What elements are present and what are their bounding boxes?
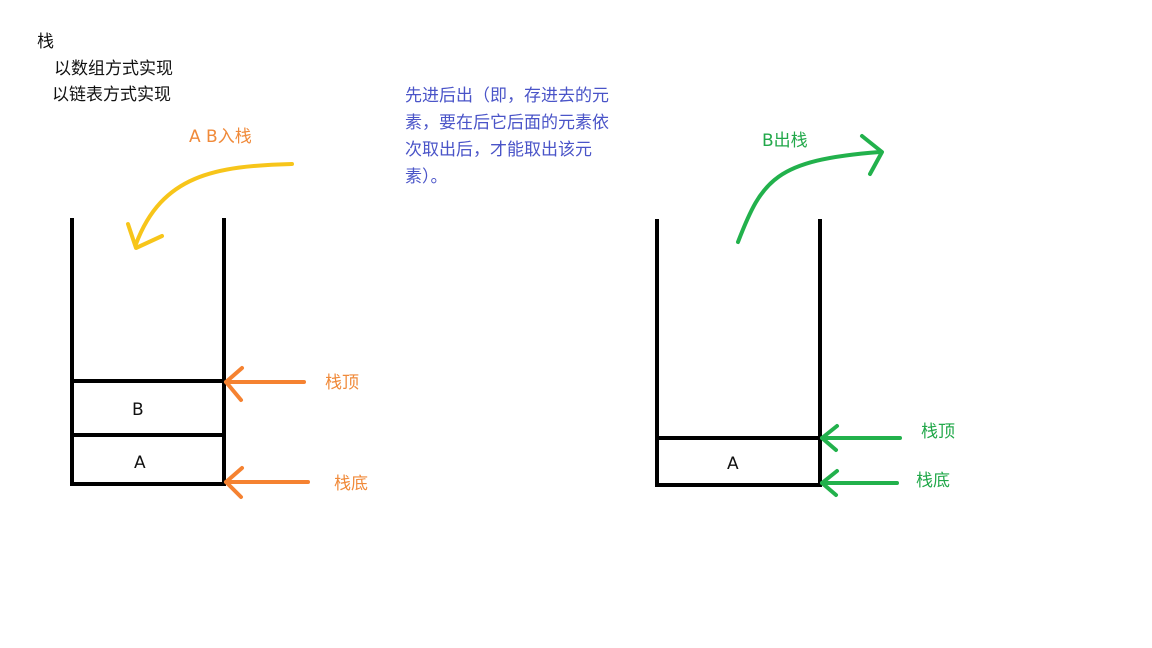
- left-cell-b-label: B: [132, 400, 144, 420]
- right-stack-container: [655, 219, 822, 487]
- left-top-pointer: [224, 366, 306, 402]
- left-cell-a-label: A: [134, 453, 146, 473]
- pop-label: B出栈: [762, 131, 808, 151]
- push-arrow: [126, 162, 294, 250]
- lifo-note: 先进后出（即，存进去的元素，要在后它后面的元素依次取出后，才能取出该元素）。: [405, 86, 609, 187]
- right-bottom-pointer: [820, 469, 899, 497]
- item-array-impl: 以数组方式实现: [54, 59, 173, 79]
- title-stack: 栈: [37, 32, 54, 52]
- item-linked-impl: 以链表方式实现: [52, 85, 171, 105]
- right-cell-a-label: A: [727, 454, 739, 474]
- right-top-pointer: [820, 424, 902, 452]
- right-top-label: 栈顶: [921, 422, 955, 442]
- right-bottom-label: 栈底: [916, 471, 950, 491]
- pop-arrow: [736, 134, 884, 244]
- left-stack-container: [70, 218, 226, 486]
- left-top-label: 栈顶: [325, 373, 359, 393]
- left-bottom-pointer: [224, 466, 310, 499]
- push-label: A B入栈: [189, 127, 252, 147]
- left-bottom-label: 栈底: [334, 474, 368, 494]
